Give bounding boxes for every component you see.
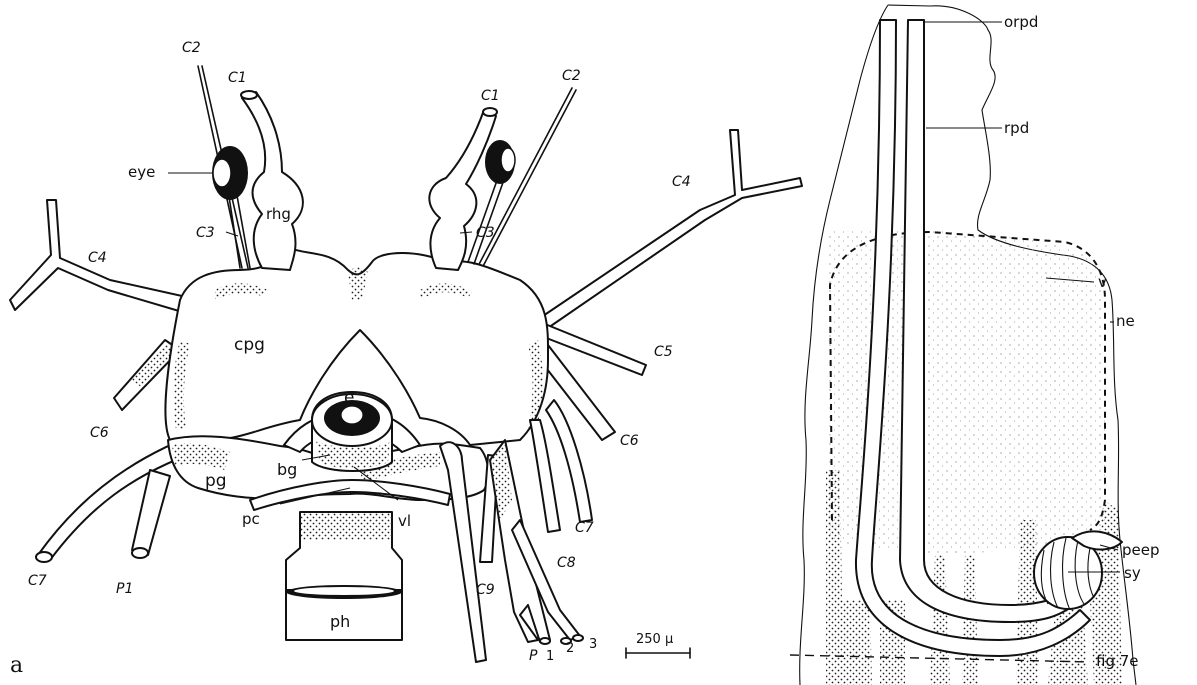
label-n3: 3: [589, 637, 597, 652]
label-fig7e: fig 7e: [1096, 652, 1139, 670]
label-c3-left: C3: [196, 225, 215, 241]
label-p1-left: P1: [116, 581, 133, 597]
label-c1-right: C1: [481, 88, 500, 104]
label-c6-right: C6: [620, 433, 639, 449]
label-bg: bg: [277, 460, 297, 479]
label-sy: sy: [1124, 564, 1141, 582]
label-rpd: rpd: [1004, 119, 1029, 137]
panel-letter: a: [10, 653, 23, 678]
label-peep: peep: [1122, 541, 1160, 559]
label-c2-right: C2: [562, 68, 581, 84]
label-c9: C9: [476, 582, 495, 598]
c4-right-nerve: [540, 130, 802, 330]
label-n2: 2: [566, 641, 574, 656]
right-panel-siphon: [790, 5, 1136, 685]
rhinophore-ganglion-left: [242, 92, 303, 270]
label-pc: pc: [242, 510, 260, 528]
label-cpg: cpg: [234, 335, 265, 355]
c8-nerve: [530, 420, 560, 532]
label-orpd: orpd: [1004, 13, 1038, 31]
label-ph: ph: [330, 612, 350, 631]
label-e: e: [344, 388, 354, 408]
scale-bar-label: 250 μ: [636, 632, 673, 647]
rhinophore-ganglion-right: [429, 110, 496, 270]
label-c2-left: C2: [182, 40, 201, 56]
label-c6-left: C6: [90, 425, 109, 441]
label-c8: C8: [557, 555, 576, 571]
label-v: v: [1098, 273, 1107, 291]
label-n1: 1: [546, 649, 554, 664]
label-eye: eye: [128, 163, 155, 181]
label-c4-left: C4: [88, 250, 107, 266]
p1-left-nerve: [132, 470, 170, 555]
label-ne: ne: [1116, 312, 1135, 330]
label-p-group: P: [529, 648, 538, 664]
label-pg: pg: [205, 471, 227, 491]
left-panel-ganglia: [10, 66, 802, 662]
label-c5: C5: [654, 344, 673, 360]
label-c3-right: C3: [476, 225, 495, 241]
label-c4-right: C4: [672, 174, 691, 190]
label-c7-left: C7: [28, 573, 47, 589]
label-vl: vl: [398, 512, 411, 530]
label-rhg: rhg: [266, 205, 291, 223]
label-c1-left: C1: [228, 70, 247, 86]
label-c7-right: C7: [575, 520, 594, 536]
